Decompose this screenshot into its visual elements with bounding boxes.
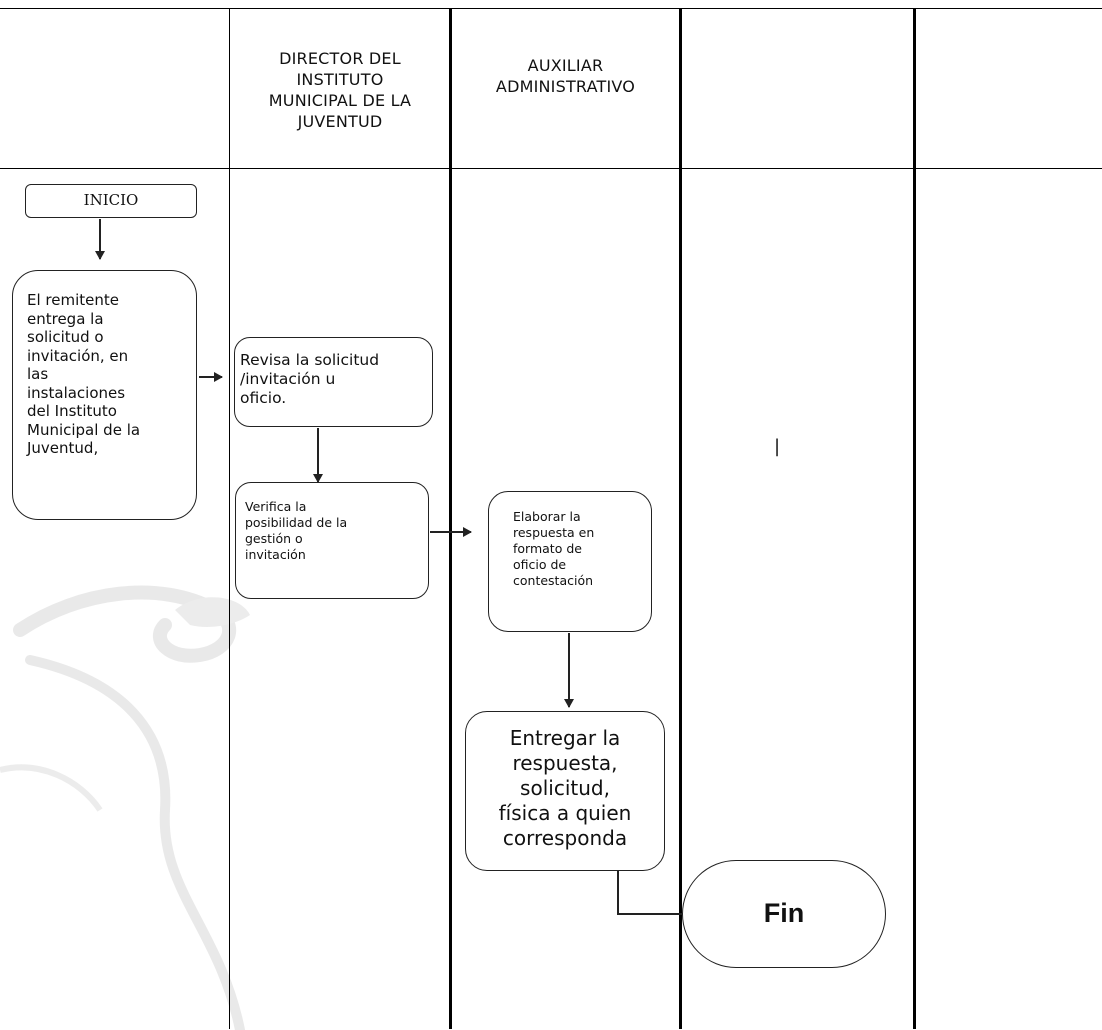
lane-divider-4 [913,8,916,1029]
end-node: Fin [682,860,886,968]
process-revisa: Revisa la solicitud /invitación u oficio… [234,337,433,427]
arrow-revisa-to-verifica [313,428,323,483]
process-verifica: Verifica la posibilidad de la gestión o … [235,482,429,599]
lane-divider-2 [449,8,452,1029]
top-border [0,8,1102,9]
connector-entregar-right [617,913,684,915]
lane-divider-3 [679,8,682,1029]
process-remitente: El remitente entrega la solicitud o invi… [12,270,197,520]
lane-header-auxiliar: AUXILIAR ADMINISTRATIVO [495,56,636,96]
process-entregar: Entregar la respuesta, solicitud, física… [465,711,665,871]
arrow-remitente-to-revisa [199,373,223,381]
arrow-inicio-to-remitente [95,219,105,260]
stray-mark: | [774,436,781,457]
arrow-elaborar-to-entregar [564,633,574,708]
lane-header-director: DIRECTOR DEL INSTITUTO MUNICIPAL DE LA J… [268,49,412,131]
floral-watermark [0,585,250,1030]
process-elaborar: Elaborar la respuesta en formato de ofic… [488,491,652,632]
start-node: INICIO [25,184,197,218]
header-separator [0,168,1102,169]
lane-divider-1 [229,8,230,1029]
connector-entregar-down [617,871,619,914]
arrow-verifica-to-elaborar [430,528,472,536]
